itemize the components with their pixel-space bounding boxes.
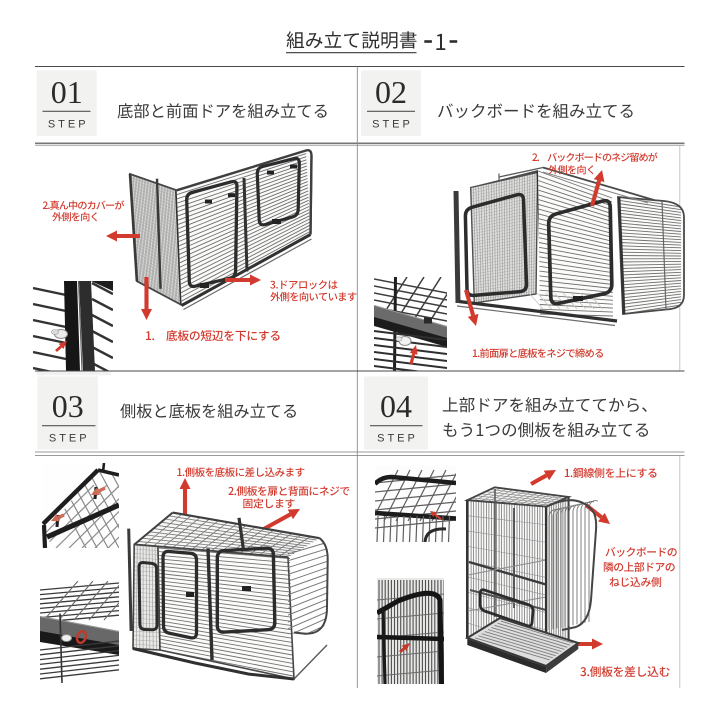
svg-text:STEP: STEP [372, 119, 413, 131]
svg-text:STEP: STEP [48, 119, 89, 131]
svg-text:04: 04 [380, 388, 412, 424]
svg-text:STEP: STEP [49, 433, 90, 445]
svg-text:03: 03 [52, 388, 84, 424]
svg-text:01: 01 [51, 74, 83, 110]
svg-text:STEP: STEP [377, 433, 418, 445]
svg-text:02: 02 [375, 74, 407, 110]
